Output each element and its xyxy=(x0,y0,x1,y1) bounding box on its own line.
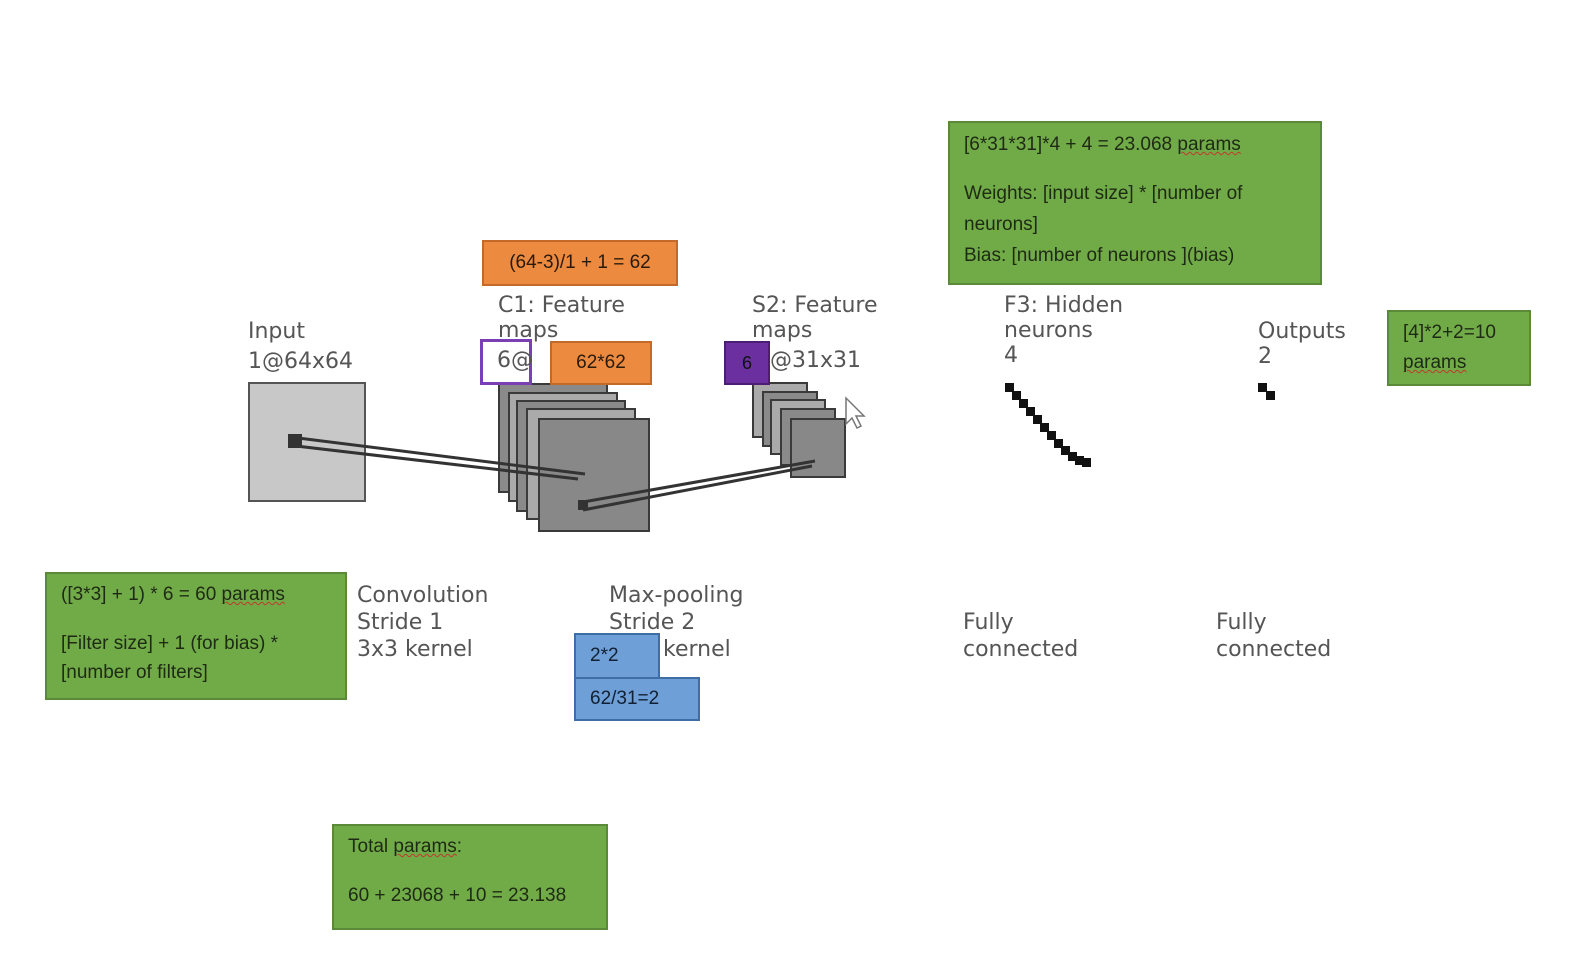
conv-op-label: Convolution Stride 1 3x3 kernel xyxy=(357,582,488,663)
outputs-title: Outputs xyxy=(1258,319,1346,344)
f3-title-line1: F3: Hidden xyxy=(1004,293,1124,318)
total-params-sum: 60 + 23068 + 10 = 23.138 xyxy=(348,885,567,906)
input-map xyxy=(248,382,366,502)
pool-kernel-size: 2*2 xyxy=(590,645,619,666)
outputs-count: 2 xyxy=(1258,344,1272,369)
conv-params-formula: ([3*3] + 1) * 6 = 60 params xyxy=(61,584,285,605)
conv-params-explain-line2: [number of filters] xyxy=(61,662,208,683)
s2-count-box: 6 xyxy=(724,341,770,385)
f3-neurons xyxy=(1005,383,1091,467)
fc2-op-line2: connected xyxy=(1216,637,1332,662)
fc2-op-line1: Fully xyxy=(1216,610,1267,635)
conv-output-formula: (64-3)/1 + 1 = 62 xyxy=(509,252,651,273)
output-params-unit: params xyxy=(1403,352,1467,373)
s2-map-5 xyxy=(790,418,846,478)
fc-params-box: [6*31*31]*4 + 4 = 23.068 params Weights:… xyxy=(948,121,1322,285)
c1-receptive-field xyxy=(578,500,588,510)
conv-output-formula-box: (64-3)/1 + 1 = 62 xyxy=(482,240,678,286)
f3-count: 4 xyxy=(1004,343,1018,368)
conv-params-explain-line1: [Filter size] + 1 (for bias) * xyxy=(61,633,278,654)
c1-count: 6@ xyxy=(497,348,533,373)
c1-label: C1: Feature maps xyxy=(498,292,625,344)
c1-title-line1: C1: Feature xyxy=(498,293,625,318)
pool-op-label: Max-pooling Stride 2 xyxy=(609,582,743,636)
mouse-cursor-icon xyxy=(845,396,866,430)
input-size: 1@64x64 xyxy=(248,349,354,374)
s2-title-line2: maps xyxy=(752,318,813,343)
conv-params-unit: params xyxy=(221,584,285,605)
s2-count: 6 xyxy=(741,352,752,373)
fc-weights-line1: Weights: [input size] * [number of xyxy=(964,183,1243,204)
conv-connection-bottom xyxy=(295,444,579,481)
input-receptive-field xyxy=(288,434,302,448)
c1-count-box xyxy=(480,339,532,385)
fc2-op-label: Fully connected xyxy=(1216,609,1331,663)
pool-op-line1: Max-pooling xyxy=(609,583,744,608)
conv-op-line3: 3x3 kernel xyxy=(357,637,473,662)
input-label: Input 1@64x64 xyxy=(248,318,353,375)
pool-connection-bottom xyxy=(582,464,813,512)
c1-size: 62*62 xyxy=(576,352,626,373)
s2-title-line1: S2: Feature xyxy=(752,293,878,318)
pool-calc: 62/31=2 xyxy=(590,688,660,709)
c1-size-box: 62*62 xyxy=(550,341,652,385)
output-neurons xyxy=(1258,383,1275,400)
pool-calc-box: 62/31=2 xyxy=(574,677,700,721)
input-title: Input xyxy=(248,319,305,344)
f3-title-line2: neurons xyxy=(1004,318,1093,343)
fc-params-unit: params xyxy=(1177,134,1241,155)
conv-params-box: ([3*3] + 1) * 6 = 60 params [Filter size… xyxy=(45,572,347,700)
s2-size: @31x31 xyxy=(770,348,862,373)
conv-connection-top xyxy=(289,435,586,476)
conv-op-line2: Stride 1 xyxy=(357,610,444,635)
total-params-title-word: params xyxy=(393,836,457,857)
pool-op-line2: Stride 2 xyxy=(609,610,696,635)
fc1-op-line2: connected xyxy=(963,637,1079,662)
outputs-label: Outputs 2 xyxy=(1258,318,1346,370)
c1-title-line2: maps xyxy=(498,318,559,343)
pool-connection-top xyxy=(582,459,816,504)
fc-params-formula: [6*31*31]*4 + 4 = 23.068 params xyxy=(964,134,1241,155)
s2-label: S2: Feature maps xyxy=(752,292,878,344)
total-params-box: Total params: 60 + 23068 + 10 = 23.138 xyxy=(332,824,608,930)
fc-bias: Bias: [number of neurons ](bias) xyxy=(964,245,1235,266)
pool-kernel-box: 2*2 xyxy=(574,633,660,679)
output-params-formula: [4]*2+2=10 xyxy=(1403,322,1496,343)
f3-label: F3: Hidden neurons 4 xyxy=(1004,292,1123,369)
fc1-op-label: Fully connected xyxy=(963,609,1078,663)
pool-op-line3: kernel xyxy=(663,637,731,662)
conv-op-line1: Convolution xyxy=(357,583,489,608)
fc1-op-line1: Fully xyxy=(963,610,1014,635)
total-params-title: Total params: xyxy=(348,836,463,857)
output-params-box: [4]*2+2=10 params xyxy=(1387,310,1531,386)
fc-weights-line2: neurons] xyxy=(964,214,1038,235)
